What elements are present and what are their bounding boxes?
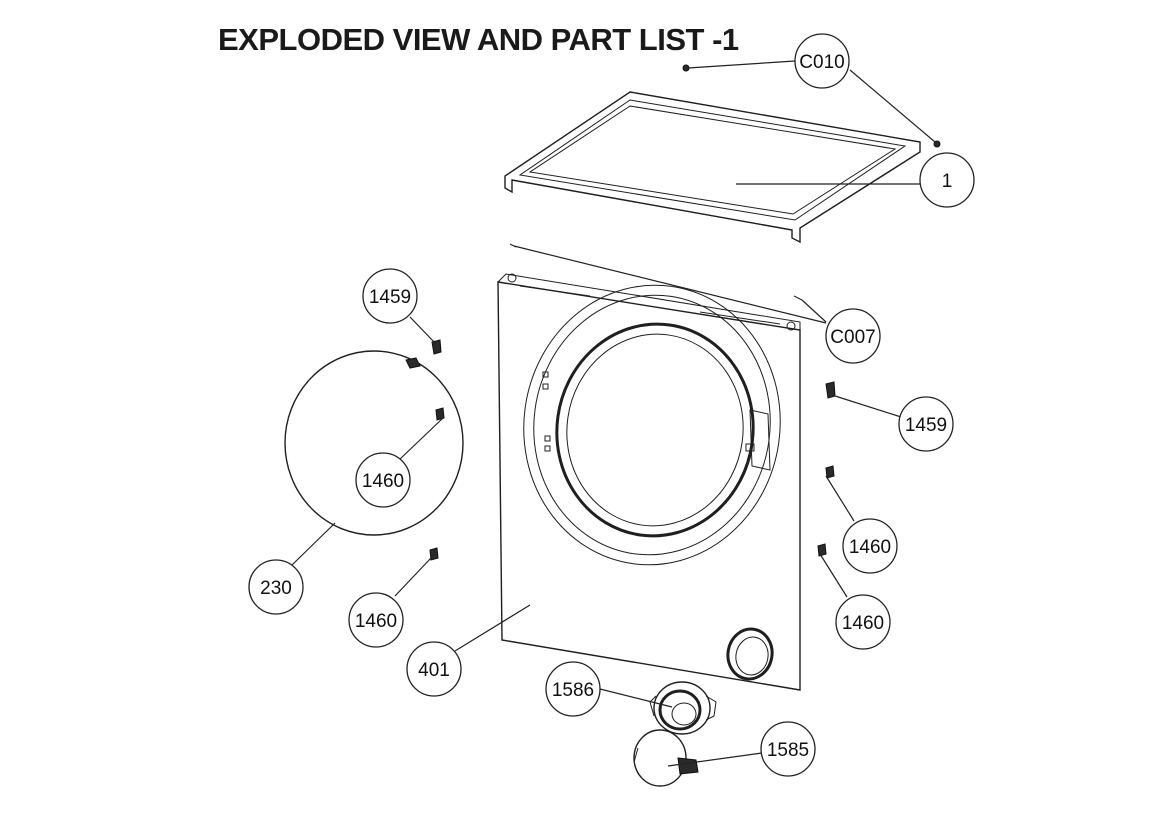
callout-label: C010 bbox=[799, 52, 844, 73]
callout-1460-lower-left: 1460 bbox=[348, 592, 404, 648]
clip-1459-left bbox=[431, 339, 442, 355]
callout-label: 1460 bbox=[849, 537, 891, 558]
callout-401: 401 bbox=[406, 641, 462, 697]
leader-lines bbox=[290, 60, 936, 767]
callout-1460-right-upper: 1460 bbox=[842, 518, 898, 574]
callout-label: 230 bbox=[260, 578, 292, 599]
callout-230: 230 bbox=[248, 559, 304, 615]
front-panel-part bbox=[497, 273, 801, 691]
callout-label: 1 bbox=[942, 171, 953, 192]
callout-c010: C010 bbox=[794, 33, 850, 89]
clip-1460-right-upper bbox=[825, 465, 835, 479]
filter-cap-part bbox=[633, 729, 699, 787]
callout-label: 1459 bbox=[369, 287, 411, 308]
diagram-title: EXPLODED VIEW AND PART LIST -1 bbox=[218, 22, 739, 57]
callout-label: 1460 bbox=[355, 611, 397, 632]
callout-1: 1 bbox=[919, 152, 975, 208]
callout-label: 1586 bbox=[552, 680, 594, 701]
callout-1586: 1586 bbox=[545, 661, 601, 717]
callout-1460-door: 1460 bbox=[355, 452, 411, 508]
clip-1460-door bbox=[435, 407, 445, 421]
callout-label: 1460 bbox=[362, 471, 404, 492]
callout-label: 1585 bbox=[767, 740, 809, 761]
callout-c007: C007 bbox=[825, 308, 881, 364]
top-cover-part bbox=[504, 91, 921, 244]
callout-label: 1460 bbox=[842, 613, 884, 634]
pin-c007-b bbox=[793, 295, 803, 301]
callout-1585: 1585 bbox=[760, 721, 816, 777]
screw-c010-b bbox=[933, 140, 941, 148]
callout-label: C007 bbox=[830, 327, 875, 348]
callout-1460-right-lower: 1460 bbox=[835, 594, 891, 650]
clip-1460-right-lower bbox=[817, 543, 827, 557]
callout-label: 401 bbox=[418, 660, 450, 681]
door-glass-part bbox=[284, 350, 464, 536]
filter-housing-part bbox=[649, 681, 717, 735]
callout-1459-left: 1459 bbox=[362, 268, 418, 324]
clip-1460-lower-left bbox=[429, 547, 439, 561]
callout-label: 1459 bbox=[905, 415, 947, 436]
callout-1459-right: 1459 bbox=[898, 396, 954, 452]
